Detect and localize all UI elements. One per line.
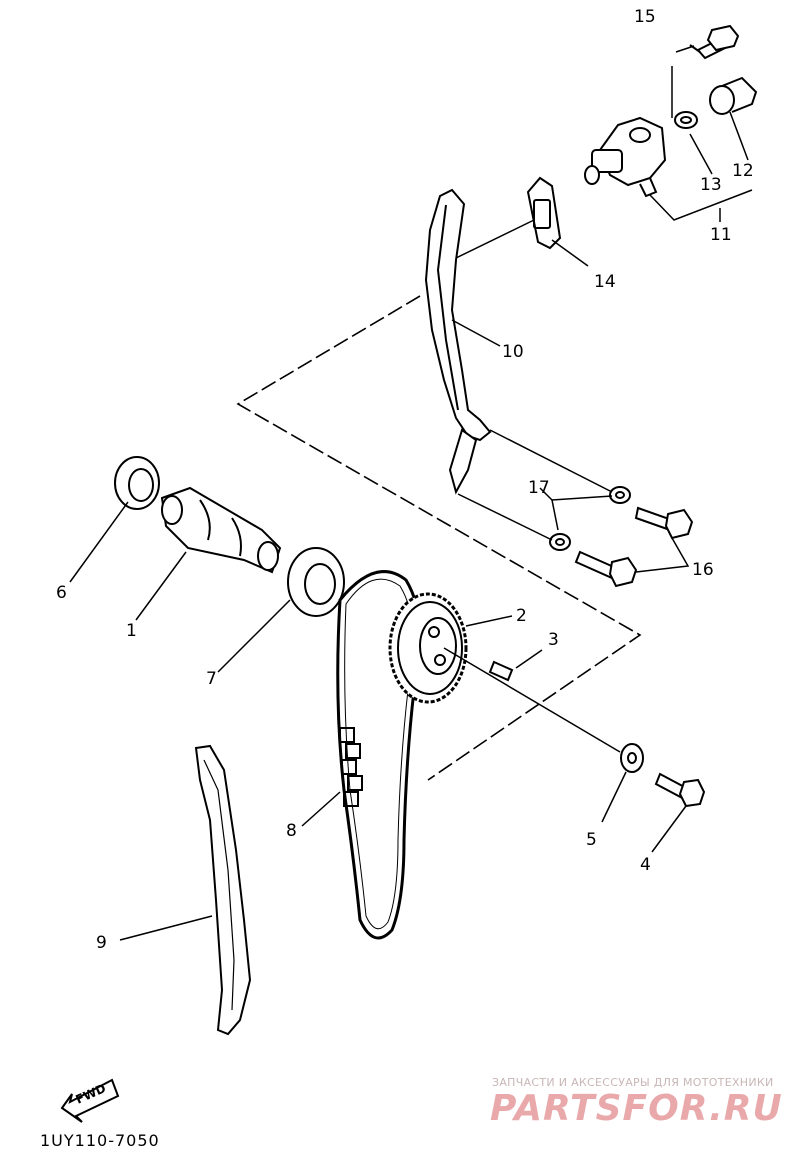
forward-direction-arrow (60, 1078, 120, 1123)
watermark-brand[interactable]: PARTSFOR.RU (490, 1088, 783, 1129)
camshaft (160, 486, 282, 574)
callout-5: 5 (586, 830, 597, 850)
dowel-pin (488, 660, 514, 682)
washer-lower (549, 533, 571, 551)
sprocket-washer (620, 743, 644, 773)
tensioner-assembly (584, 116, 667, 198)
callout-14: 14 (594, 272, 616, 292)
callout-11: 11 (710, 225, 732, 245)
cap-bolt (709, 76, 758, 115)
callout-17: 17 (528, 478, 550, 498)
callout-4: 4 (640, 855, 651, 875)
guide-bolt-lower (574, 550, 638, 588)
chain-guide (194, 744, 252, 1036)
callout-7: 7 (206, 669, 217, 689)
chain-tensioner-guide (424, 188, 492, 495)
sprocket-bolt (654, 772, 706, 808)
callout-3: 3 (548, 630, 559, 650)
diagram-code: 1UY110-7050 (40, 1131, 160, 1150)
cam-sprocket (388, 592, 468, 704)
tensioner-gasket (674, 111, 698, 129)
callout-15: 15 (634, 7, 656, 27)
bearing-left (114, 456, 160, 510)
callout-16: 16 (692, 560, 714, 580)
callout-1: 1 (126, 621, 137, 641)
washer-upper (609, 486, 631, 504)
callout-12: 12 (732, 161, 754, 181)
watermark-tagline: ЗАПЧАСТИ И АКСЕССУАРЫ ДЛЯ МОТОТЕХНИКИ (492, 1076, 774, 1089)
callout-10: 10 (502, 342, 524, 362)
bearing-right (287, 547, 345, 617)
callout-9: 9 (96, 933, 107, 953)
chain-links (339, 727, 363, 807)
callout-6: 6 (56, 583, 67, 603)
assembly-guide-line (236, 295, 642, 781)
tensioner-gasket-plate (526, 176, 562, 250)
callout-13: 13 (700, 175, 722, 195)
callout-2: 2 (516, 606, 527, 626)
callout-8: 8 (286, 821, 297, 841)
tensioner-bolt (689, 24, 740, 60)
guide-bolt-upper (634, 506, 694, 540)
